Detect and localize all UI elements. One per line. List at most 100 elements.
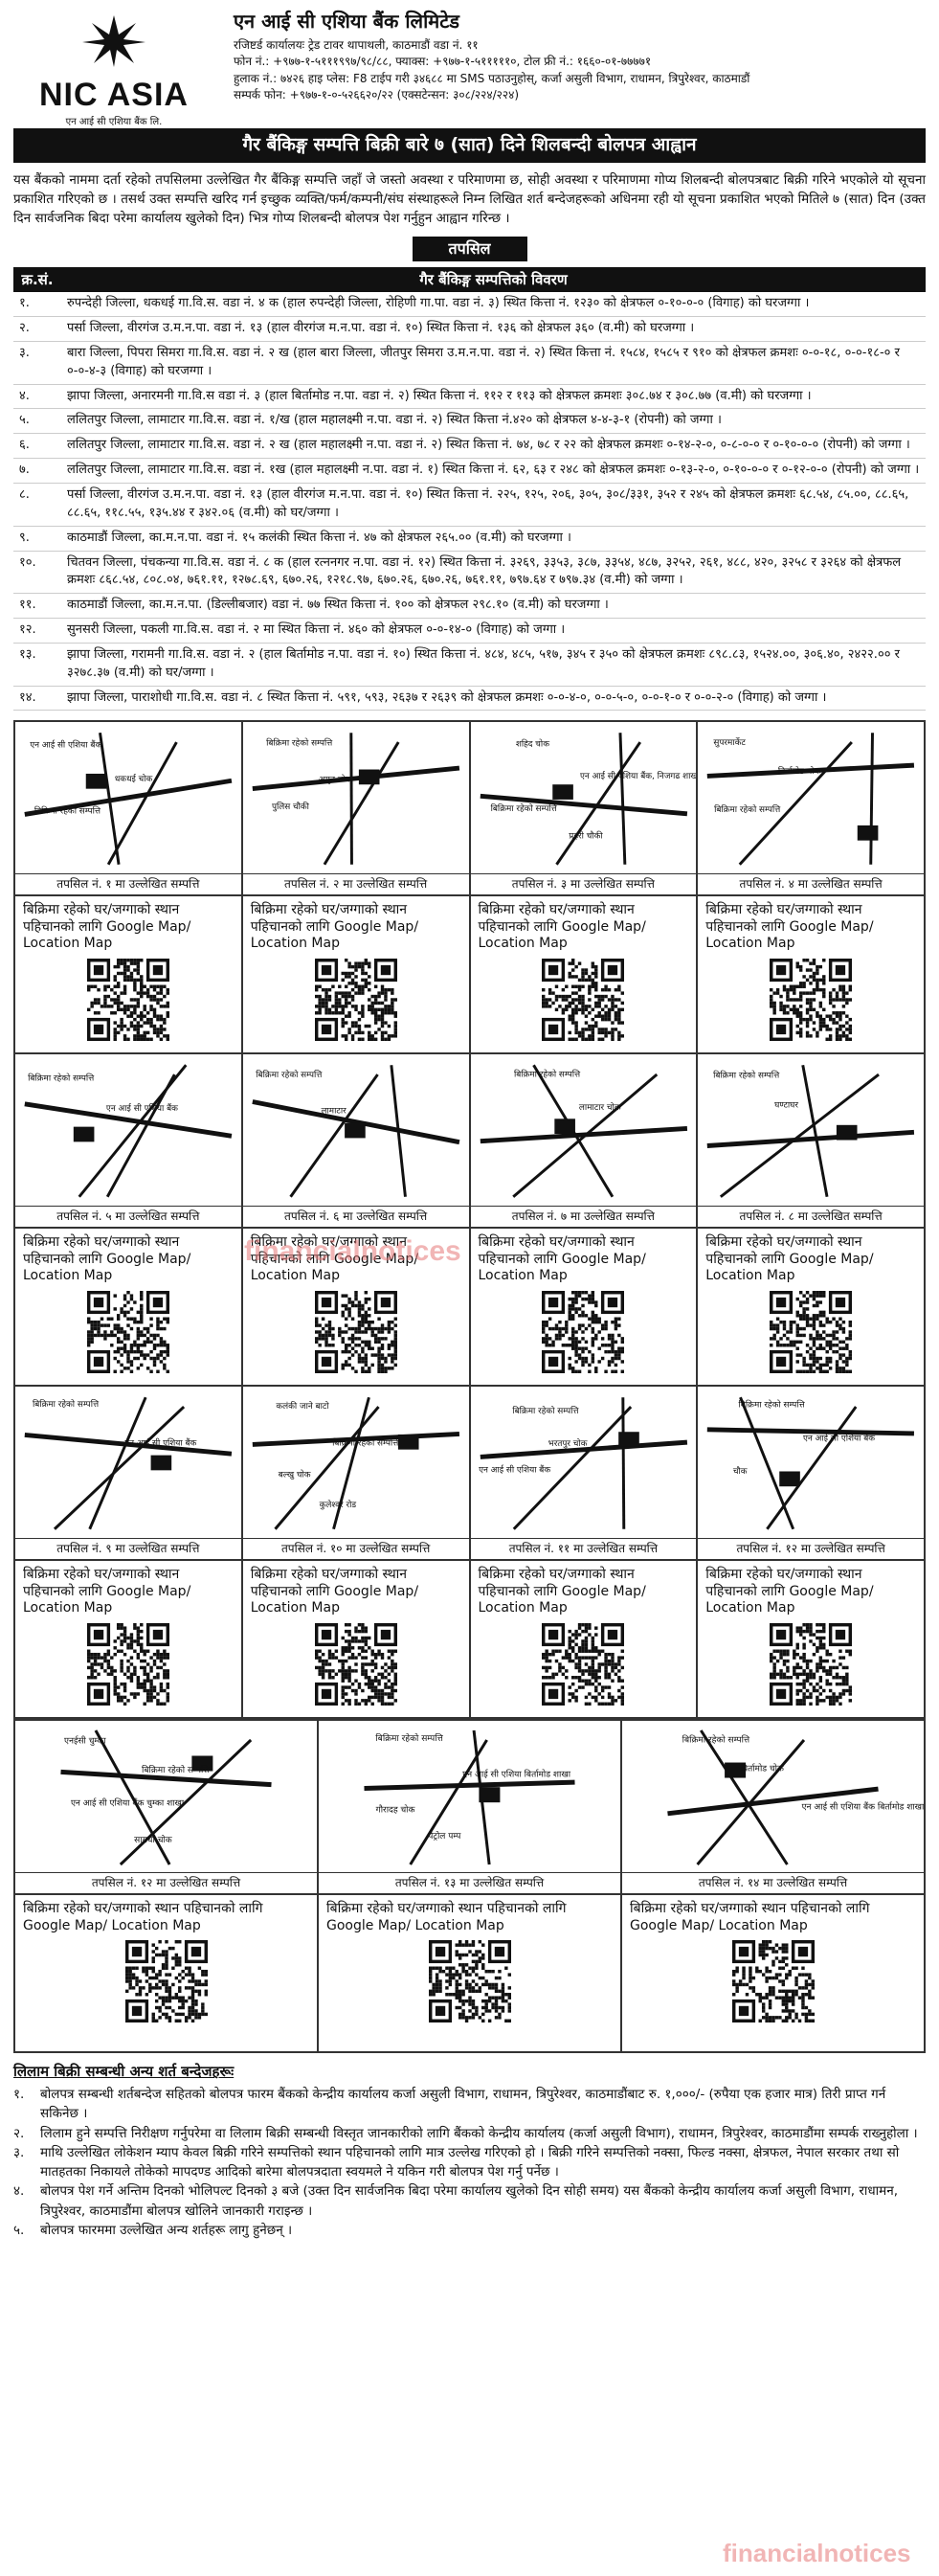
qr-cell: बिक्रिमा रहेको घर/जग्गाको स्थान पहिचानको… <box>318 1894 621 2053</box>
map-caption: तपसिल नं. १४ मा उल्लेखित सम्पत्ति <box>622 1872 924 1893</box>
row-description: झापा जिल्ला, पाराशोधी गा.वि.स. वडा नं. ८… <box>61 686 926 712</box>
map-sketch-icon: कलंकी जाने बाटोबिक्रिमा रहेको सम्पत्तिबल… <box>252 1397 459 1531</box>
property-marker <box>85 774 107 790</box>
map-qr-grid-last: एनईसी चुम्काबिक्रिमा रहेको सम्पत्तिएन आई… <box>13 1719 926 2054</box>
qr-code-icon[interactable] <box>314 1290 397 1373</box>
row-description: सुनसरी जिल्ला, पकली गा.वि.स. वडा नं. २ म… <box>61 618 926 644</box>
map-label: एन आई सी एशिया बैंक <box>30 740 101 751</box>
bank-contact-info: एन आई सी एशिया बैंक लिमिटेड रजिष्टर्ड का… <box>214 10 926 104</box>
map-sketch-icon: बिक्रिमा रहेको सम्पत्तिअमृत चोकपुलिस चौक… <box>252 733 459 866</box>
map-road <box>720 1073 881 1199</box>
logo-name: NIC ASIA <box>39 76 189 113</box>
map-caption: तपसिल नं. ३ मा उल्लेखित सम्पत्ति <box>470 873 697 894</box>
qr-code-icon[interactable] <box>86 1290 169 1373</box>
location-map-cell: बिक्रिमा रहेको सम्पत्तिएन आई सी एशिया बै… <box>697 1386 925 1561</box>
qr-code-icon[interactable] <box>542 1290 625 1373</box>
qr-code-icon[interactable] <box>314 1622 397 1706</box>
map-label: एन आई सी एशिया बैंक <box>124 1438 196 1449</box>
star-logo-icon <box>82 15 145 67</box>
map-caption: तपसिल नं. ४ मा उल्लेखित सम्पत्ति <box>698 873 924 894</box>
map-label: बिक्रिमा रहेको सम्पत्ति <box>256 1070 323 1080</box>
row-description: रुपन्देही जिल्ला, धकधई गा.वि.स. वडा नं. … <box>61 292 926 318</box>
watermark: financialnotices <box>723 2539 911 2567</box>
map-label: कलंकी जाने बाटो <box>276 1401 329 1412</box>
map-sketch-icon: सुपरमार्केटबिर्तामोड चोकबिक्रिमा रहेको स… <box>706 733 915 867</box>
row-description: काठमाडौं जिल्ला, का.म.न.पा. (डिल्लीबजार)… <box>61 593 926 620</box>
map-label: बिक्रिमा रहेको सम्पत्ति <box>514 1070 581 1080</box>
row-description: पर्सा जिल्ला, वीरगंज उ.म.न.पा. वडा नं. १… <box>61 483 926 527</box>
row-sn: ९. <box>13 526 61 552</box>
map-label: एन आई सी एशिया बैंक <box>479 1465 550 1476</box>
qr-code-icon[interactable] <box>542 958 625 1041</box>
location-map-cell: बिक्रिमा रहेको सम्पत्ति एन आई सी एशिया बै… <box>14 1386 242 1561</box>
qr-caption: बिक्रिमा रहेको घर/जग्गाको स्थान पहिचानको… <box>478 1567 646 1616</box>
term-item: ५.बोलपत्र फारममा उल्लेखित अन्य शर्तहरू ल… <box>13 2221 926 2240</box>
map-label: प्रहरी चौकी <box>569 831 603 842</box>
qr-code-icon[interactable] <box>770 1290 853 1373</box>
map-label: लामाटार <box>321 1107 347 1117</box>
row-sn: ४. <box>13 384 61 410</box>
map-road <box>739 1397 795 1530</box>
property-marker <box>150 1456 172 1471</box>
table-row: ६.ललितपुर जिल्ला, लामाटार गा.वि.स. वडा न… <box>13 433 926 460</box>
map-label: बिर्तामोड चोक <box>778 766 821 777</box>
map-label: पेट्रोल पम्प <box>428 1831 461 1842</box>
map-road <box>480 794 687 817</box>
map-label: गौरादह चोक <box>376 1804 416 1816</box>
qr-cell: बिक्रिमा रहेको घर/जग्गाको स्थान पहिचानको… <box>469 1228 698 1387</box>
term-item: ४.बोलपत्र पेश गर्ने अन्तिम दिनको भोलिपल्… <box>13 2181 926 2221</box>
qr-cell: बिक्रिमा रहेको घर/जग्गाको स्थान पहिचानको… <box>697 1560 925 1719</box>
map-road <box>60 1770 272 1788</box>
bank-name: एन आई सी एशिया बैंक लिमिटेड <box>234 10 459 33</box>
map-road <box>738 741 854 867</box>
map-caption: तपसिल नं. ६ मा उल्लेखित सम्पत्ति <box>242 1206 469 1227</box>
qr-code-icon[interactable] <box>428 1940 511 2023</box>
qr-code-icon[interactable] <box>770 958 853 1041</box>
notice-title: गैर बैंकिङ्ग सम्पत्ति बिक्री बारे ७ (सात… <box>13 128 926 163</box>
map-road <box>323 741 400 866</box>
map-road <box>364 1780 575 1792</box>
map-road <box>119 1739 253 1866</box>
qr-code-icon[interactable] <box>86 958 169 1041</box>
location-map-sketch: बिक्रिमा रहेको सम्पत्ति एन आई सी एशिया बै… <box>15 1387 241 1539</box>
qr-code-icon[interactable] <box>124 1940 208 2023</box>
term-number: ३. <box>13 2144 25 2160</box>
map-road <box>700 1729 789 1866</box>
property-marker <box>553 1119 575 1135</box>
qr-cell: बिक्रिमा रहेको घर/जग्गाको स्थान पहिचानको… <box>697 895 925 1054</box>
qr-caption: बिक्रिमा रहेको घर/जग्गाको स्थान पहिचानको… <box>326 1901 567 1933</box>
map-sketch-icon: बिक्रिमा रहेको सम्पत्तिभरतपुर चोकएन आई स… <box>479 1397 687 1531</box>
qr-caption: बिक्रिमा रहेको घर/जग्गाको स्थान पहिचानको… <box>250 902 419 952</box>
row-description: झापा जिल्ला, अनारमनी गा.वि.स वडा नं. ३ (… <box>61 384 926 410</box>
qr-code-icon[interactable] <box>542 1622 625 1706</box>
row-description: ललितपुर जिल्ला, लामाटार गा.वि.स. वडा नं.… <box>61 433 926 460</box>
term-text: बोलपत्र फारममा उल्लेखित अन्य शर्तहरू लाग… <box>40 2222 293 2238</box>
qr-code-icon[interactable] <box>770 1622 853 1706</box>
map-label: बिर्तामोड चोक <box>741 1763 785 1774</box>
map-label: बिक्रिमा रहेको सम्पत्ति <box>332 1438 399 1449</box>
map-sketch-icon: बिक्रिमा रहेको सम्पत्तिएन आई सी एशिया बै… <box>707 1397 915 1531</box>
table-row: ११.काठमाडौं जिल्ला, का.म.न.पा. (डिल्लीबज… <box>13 593 926 620</box>
qr-caption: बिक्रिमा रहेको घर/जग्गाको स्थान पहिचानको… <box>23 1567 191 1616</box>
map-road <box>667 1787 879 1817</box>
map-label: कुलेश्वर रोड <box>319 1501 356 1511</box>
qr-code-icon[interactable] <box>731 1940 815 2023</box>
map-road <box>707 1427 915 1436</box>
qr-code-icon[interactable] <box>314 958 397 1041</box>
qr-cell: बिक्रिमा रहेको घर/जग्गाको स्थान पहिचानको… <box>697 1228 925 1387</box>
map-label: बिक्रिमा रहेको सम्पत्ति <box>33 1399 100 1410</box>
terms-title: लिलाम बिक्री सम्बन्धी अन्य शर्त बन्देजहर… <box>13 2063 235 2081</box>
qr-caption: बिक्रिमा रहेको घर/जग्गाको स्थान पहिचानको… <box>23 902 191 952</box>
property-marker <box>344 1123 366 1139</box>
qr-code-icon[interactable] <box>86 1622 169 1706</box>
map-label: अमृत चोक <box>319 775 352 785</box>
map-road <box>696 1739 806 1866</box>
